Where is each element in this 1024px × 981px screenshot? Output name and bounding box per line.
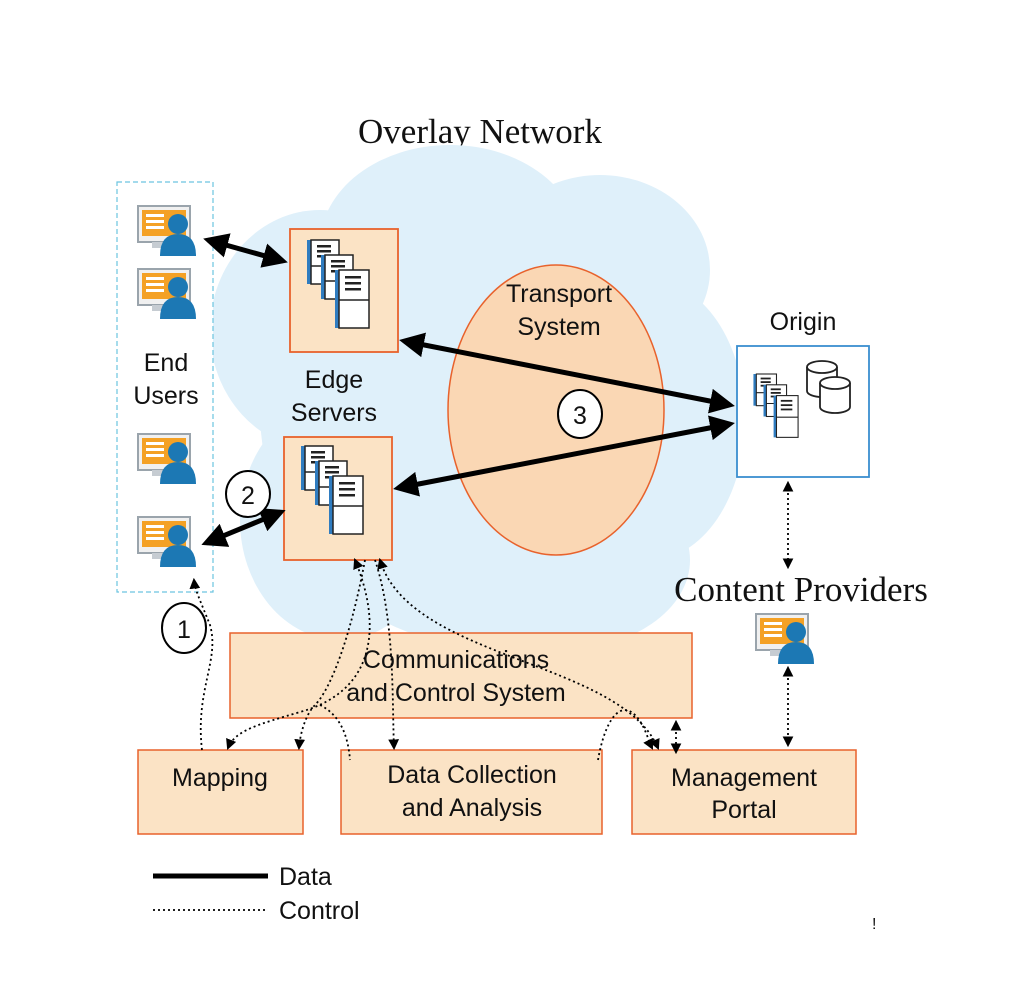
legend-data-label: Data xyxy=(279,863,332,891)
data-arrow-user-edge-bottom xyxy=(201,508,286,547)
edge-servers-label-line2: Servers xyxy=(291,399,377,427)
control-arrow-mapping-to-user xyxy=(189,577,214,751)
diagram-title: Overlay Network xyxy=(358,112,602,151)
management-portal-label-line1: Management xyxy=(671,764,817,792)
origin-label: Origin xyxy=(770,308,837,336)
end-users-label-line2: Users xyxy=(133,382,198,410)
data-collection-label-line2: and Analysis xyxy=(402,794,542,822)
data-arrow-edge-origin-top xyxy=(399,332,735,414)
database-icon xyxy=(819,376,851,414)
content-providers-label: Content Providers xyxy=(674,570,928,609)
control-arrow-comm-to-datacollection xyxy=(319,704,351,761)
transport-system-label-line2: System xyxy=(517,313,600,341)
data-arrow-edge-origin-bottom xyxy=(393,415,735,497)
legend-control-label: Control xyxy=(279,897,360,925)
mapping-box xyxy=(137,749,304,835)
data-collection-label-line1: Data Collection xyxy=(387,761,557,789)
user-at-monitor-icon xyxy=(755,613,815,665)
mapping-label: Mapping xyxy=(172,764,268,792)
svg-text:2: 2 xyxy=(241,482,255,510)
control-arrow-edge-to-portal xyxy=(377,557,660,750)
data-arrow-user-edge-top xyxy=(203,233,288,268)
control-arrow-datacollection-to-portal xyxy=(597,709,653,761)
end-users-label-line1: End xyxy=(144,349,188,377)
transport-system-label-line1: Transport xyxy=(506,280,612,308)
legend: Data Control xyxy=(153,863,360,925)
control-arrow-edge-to-mapping-2 xyxy=(294,559,366,751)
control-arrow-edge-to-mapping xyxy=(226,558,371,751)
step-2-marker: 2 xyxy=(225,470,271,518)
svg-text:3: 3 xyxy=(573,402,587,430)
communications-label-line2: and Control System xyxy=(346,679,566,707)
edge-servers-label-line1: Edge xyxy=(305,366,363,394)
origin-box xyxy=(736,345,870,478)
management-portal-box xyxy=(631,749,857,835)
management-portal-label-line2: Portal xyxy=(711,796,776,824)
data-collection-box xyxy=(340,749,603,835)
step-1-marker: 1 xyxy=(161,602,207,654)
transport-system-oval xyxy=(447,264,665,556)
step-3-marker: 3 xyxy=(557,389,603,439)
svg-text:1: 1 xyxy=(177,616,191,644)
stray-mark: ! xyxy=(872,916,876,933)
